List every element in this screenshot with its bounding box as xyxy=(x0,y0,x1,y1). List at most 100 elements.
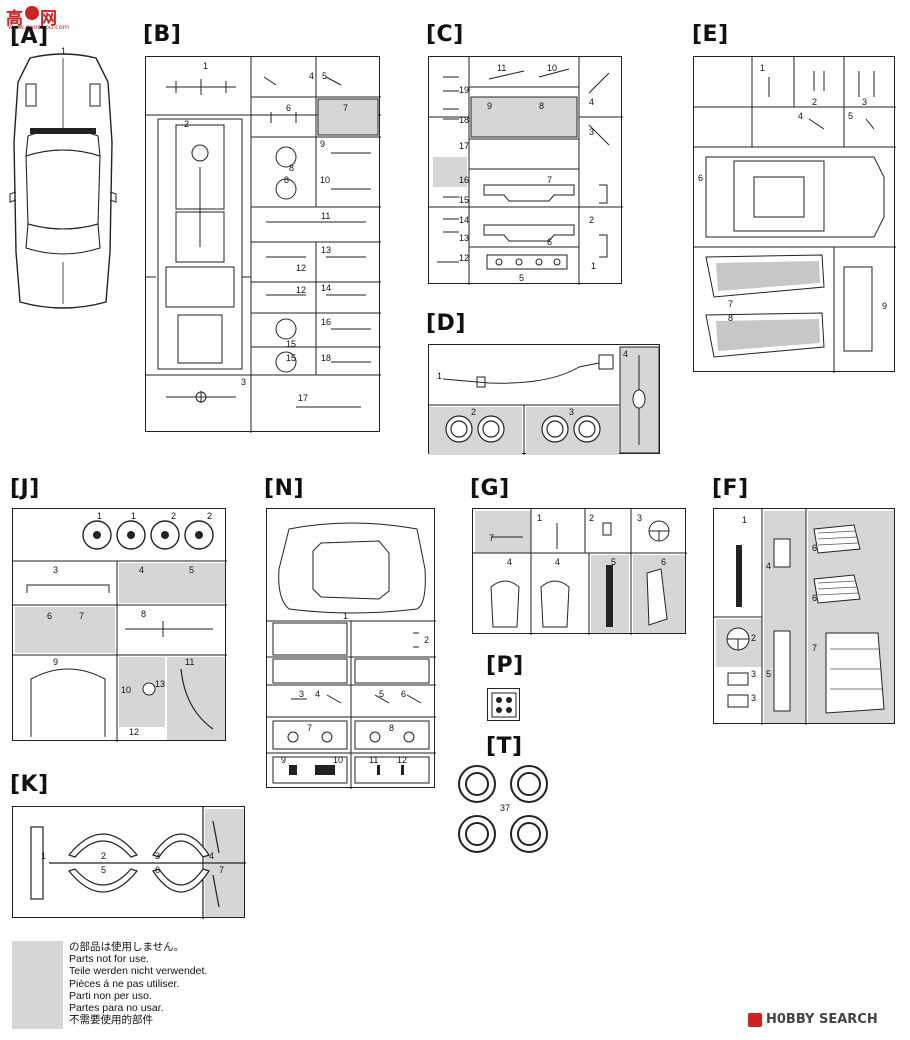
sprue-f-runners xyxy=(714,509,894,725)
part-number: 2 xyxy=(171,511,177,521)
hobbysearch-logo-icon xyxy=(748,1013,762,1027)
part-number: 16 xyxy=(321,317,332,327)
part-number: 4 xyxy=(507,557,513,567)
unused-parts-swatch xyxy=(12,941,63,1029)
hobbysearch-watermark: H0BBY SEARCH xyxy=(748,1012,904,1030)
part-number: 4 xyxy=(315,689,321,699)
sprue-k: 1 2 3 4 5 6 7 xyxy=(12,806,246,919)
part-number: 5 xyxy=(189,565,195,575)
part-number: 3 xyxy=(241,377,247,387)
tire-parts xyxy=(458,765,548,853)
part-number: 1 xyxy=(61,46,67,56)
part-number: 2 xyxy=(424,635,430,645)
part-number: 4 xyxy=(555,557,561,567)
section-e-title: [E] xyxy=(692,22,729,47)
part-number: 8 xyxy=(389,723,395,733)
section-p-title: [P] xyxy=(486,653,524,678)
part-number: 5 xyxy=(848,111,854,121)
part-number: 15 xyxy=(286,339,297,349)
part-number: 15 xyxy=(286,353,297,363)
part-number: 5 xyxy=(322,71,328,81)
part-number: 3 xyxy=(751,693,757,703)
part-number: 2 xyxy=(589,215,595,225)
section-b-title: [B] xyxy=(143,22,182,47)
sprue-c: 1 2 3 4 5 6 7 8 9 10 11 12 13 14 15 16 1… xyxy=(428,56,623,285)
part-number: 13 xyxy=(155,679,166,689)
part-number: 4 xyxy=(766,561,772,571)
watermark-char-1: 高 xyxy=(6,9,23,29)
part-number: 3 xyxy=(569,407,575,417)
part-number: 14 xyxy=(321,283,332,293)
part-number: 2 xyxy=(589,513,595,523)
sprue-b: 1 2 3 4 5 6 7 8 8 9 10 11 12 12 13 14 15… xyxy=(145,56,381,433)
legend-line-es: Partes para no usar. xyxy=(69,1002,164,1015)
part-number: 9 xyxy=(53,657,59,667)
part-number: 4 xyxy=(623,349,629,359)
part-number: 5 xyxy=(519,273,525,283)
part-number: 7 xyxy=(489,533,495,543)
legend-line-zh: 不需要使用的部件 xyxy=(69,1014,153,1027)
part-number: 10 xyxy=(333,755,344,765)
part-number: 1 xyxy=(41,851,47,861)
sprue-n: 1 2 3 4 5 6 7 8 9 10 11 12 xyxy=(266,508,436,789)
part-number: 12 xyxy=(296,263,307,273)
car-body-drawing xyxy=(9,53,117,309)
part-number: 8 xyxy=(539,101,545,111)
part-number: 2 xyxy=(207,511,213,521)
part-number: 3 xyxy=(862,97,868,107)
sprue-k-runners xyxy=(30,807,246,919)
part-number: 14 xyxy=(459,215,470,225)
part-number: 3 xyxy=(637,513,643,523)
part-number: 8 xyxy=(141,609,147,619)
part-number: 6 xyxy=(547,237,553,247)
part-number: 9 xyxy=(320,139,326,149)
part-number: 7 xyxy=(79,611,85,621)
part-number: 4 xyxy=(139,565,145,575)
legend-line-de: Teile werden nicht verwendet. xyxy=(69,965,208,978)
watermark-url: www.gaoshou.com xyxy=(8,23,70,31)
part-number: 8 xyxy=(728,313,734,323)
sprue-j: 1 1 2 2 3 4 5 6 7 8 9 10 11 12 13 xyxy=(12,508,227,742)
part-number: 6 xyxy=(286,103,292,113)
part-number: 4 xyxy=(798,111,804,121)
part-number: 12 xyxy=(296,285,307,295)
part-number: 12 xyxy=(397,755,408,765)
part-number: 12 xyxy=(459,253,470,263)
part-number: 18 xyxy=(321,353,332,363)
part-number: 8 xyxy=(289,163,295,173)
sprue-g: 1 2 3 4 4 5 6 7 xyxy=(472,508,687,635)
part-number: 1 xyxy=(131,511,137,521)
part-number: 1 xyxy=(97,511,103,521)
unused-parts-legend: の部品は使用しません。 Parts not for use. Teile wer… xyxy=(69,941,207,1026)
part-number: 7 xyxy=(812,643,818,653)
sprue-p-parts xyxy=(491,692,517,718)
part-number: 18 xyxy=(459,115,470,125)
part-number: 6 xyxy=(401,689,407,699)
legend-line-fr: Pièces á ne pas utiliser. xyxy=(69,977,180,990)
section-t-title: [T] xyxy=(486,734,523,759)
part-number: 11 xyxy=(369,755,379,765)
part-number: 9 xyxy=(281,755,287,765)
part-number: 13 xyxy=(321,245,332,255)
part-number: 15 xyxy=(459,195,470,205)
part-number: 7 xyxy=(219,865,225,875)
part-number: 3 xyxy=(751,669,757,679)
part-number: 4 xyxy=(589,97,595,107)
part-number: 5 xyxy=(101,865,107,875)
part-number: 3 xyxy=(589,127,595,137)
part-number: 8 xyxy=(284,175,290,185)
part-number: 1 xyxy=(203,61,209,71)
watermark-logo: 高 网 www.gaoshou.com xyxy=(6,4,86,31)
part-number: 1 xyxy=(343,611,349,621)
part-number: 5 xyxy=(379,689,385,699)
part-number: 6 xyxy=(661,557,667,567)
part-number: 5 xyxy=(766,669,772,679)
section-g-title: [G] xyxy=(470,476,510,501)
part-number: 6 xyxy=(47,611,53,621)
part-number: 4 xyxy=(309,71,315,81)
part-number: 1 xyxy=(591,261,597,271)
part-number: 13 xyxy=(459,233,470,243)
part-number: 4 xyxy=(209,851,215,861)
part-number: 6 xyxy=(812,593,818,603)
part-number: 2 xyxy=(812,97,818,107)
